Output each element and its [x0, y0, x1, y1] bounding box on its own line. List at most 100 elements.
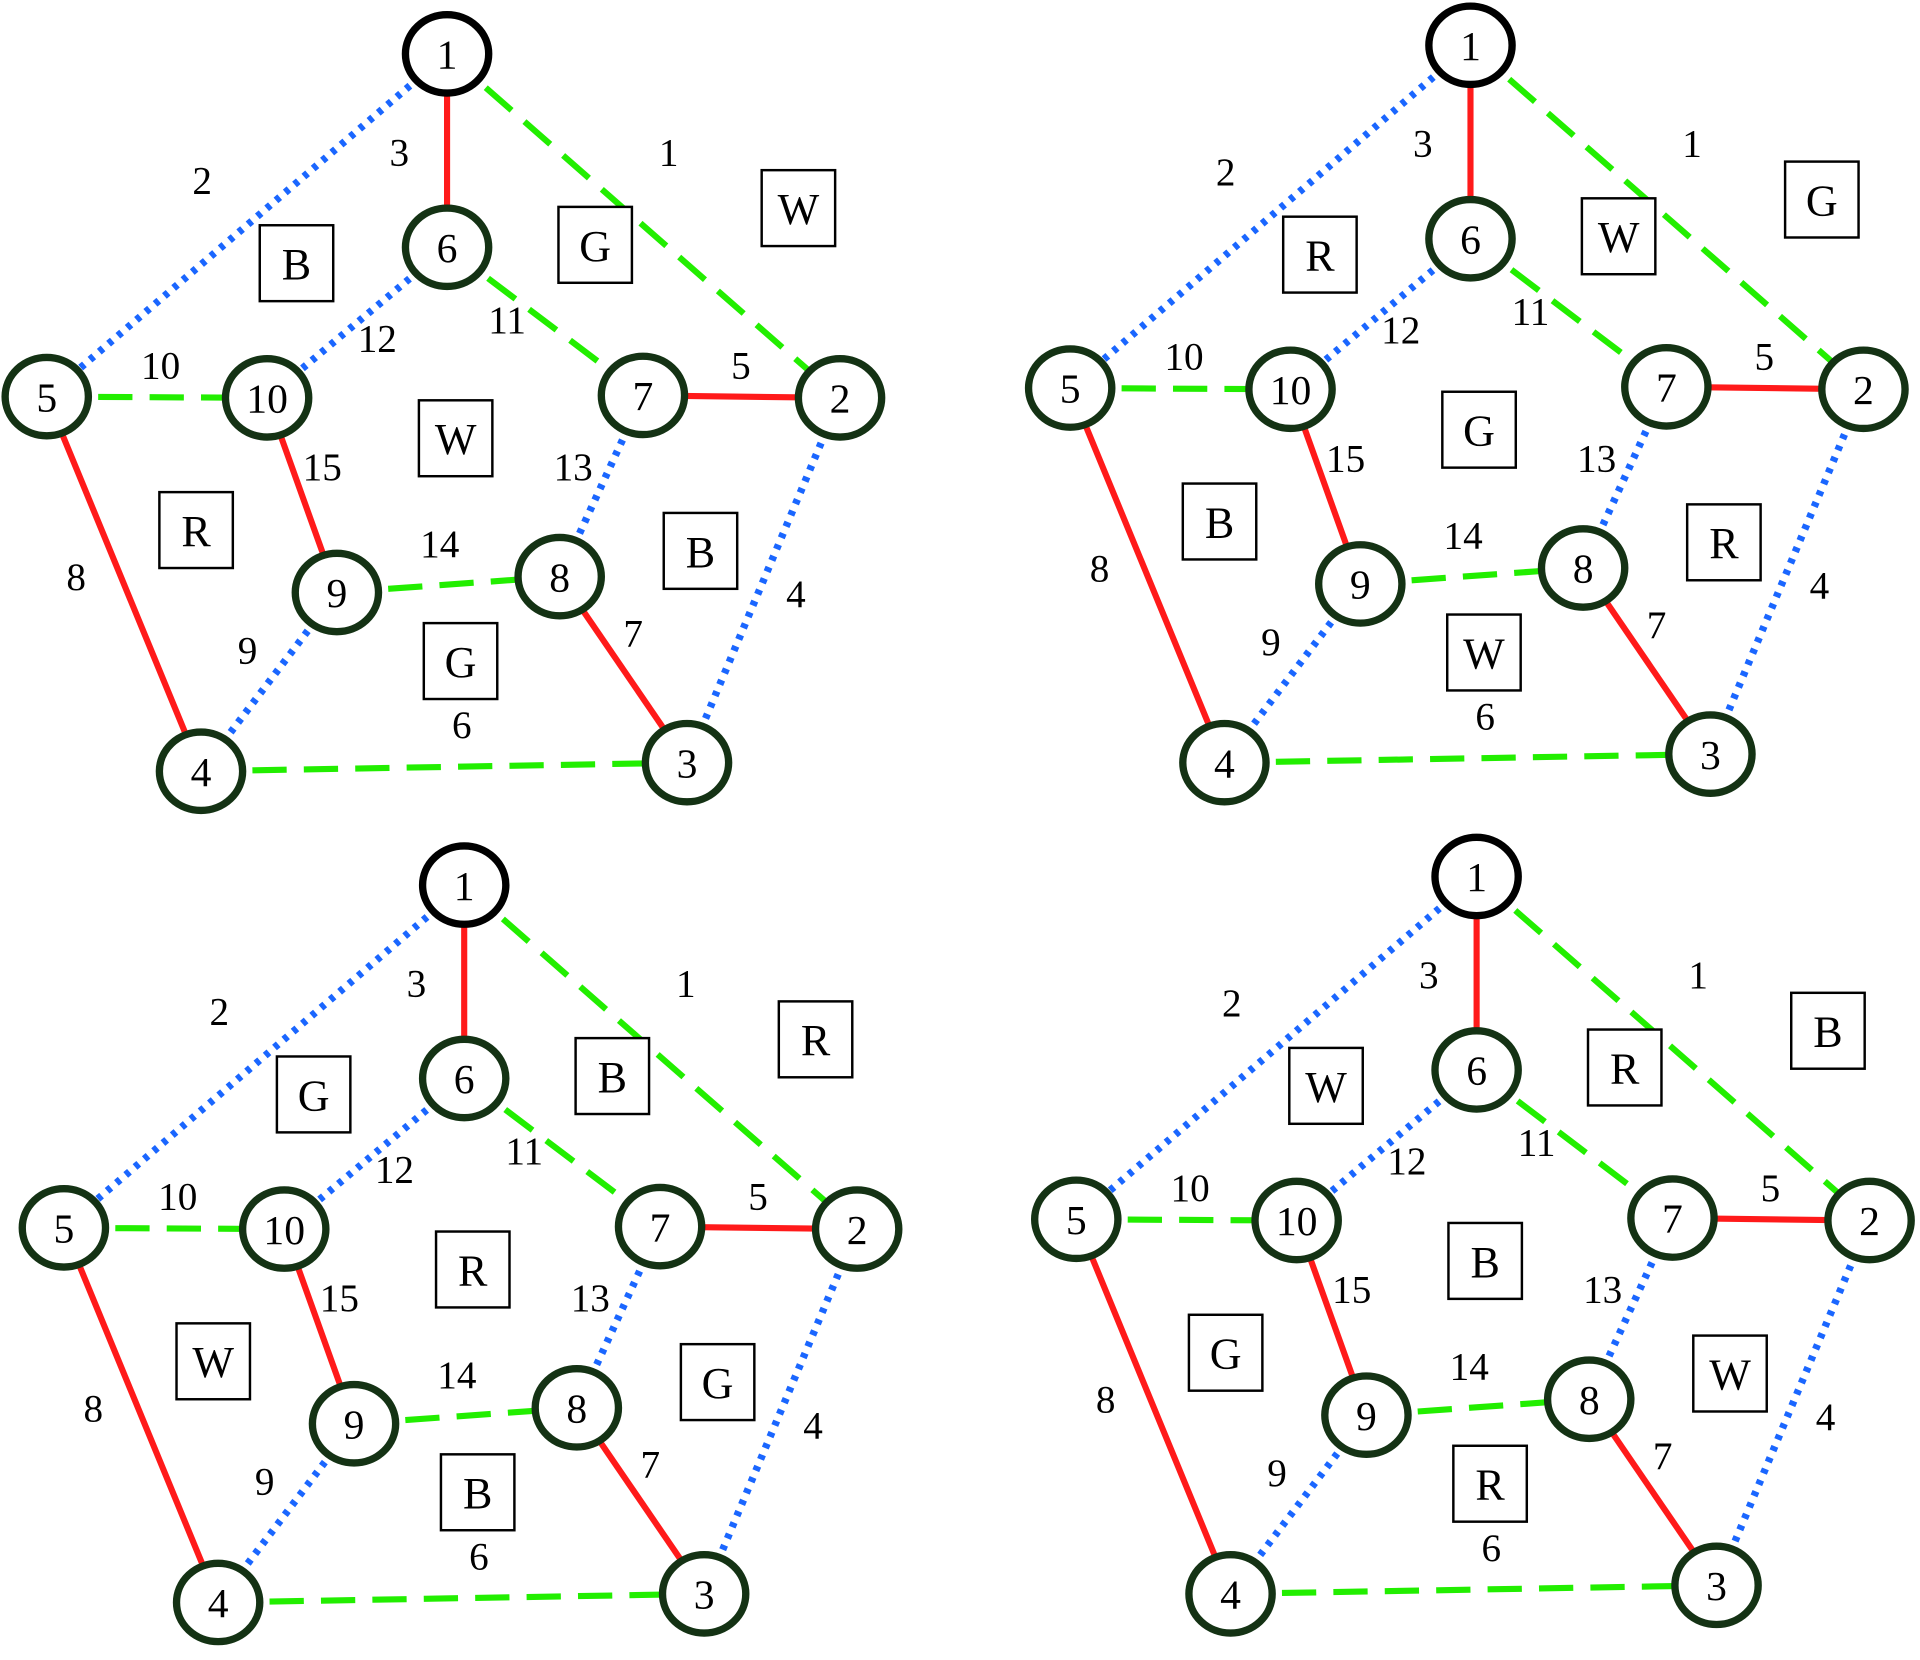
edge-4	[1707, 387, 1867, 756]
node-1	[418, 842, 510, 928]
edge-1	[1468, 42, 1866, 392]
node-8	[1543, 1356, 1635, 1443]
edge-1	[445, 51, 843, 401]
node-10	[238, 1186, 330, 1272]
edge-label: 8	[1090, 547, 1110, 590]
node-label: 3	[694, 1573, 715, 1619]
node-label: 3	[1706, 1564, 1727, 1610]
edge-label: 13	[571, 1277, 610, 1320]
edge-label: 10	[141, 344, 180, 387]
node-1	[1425, 2, 1516, 89]
node-6	[418, 1035, 510, 1122]
face-box-top-right	[557, 205, 634, 285]
node-label: 7	[633, 374, 654, 420]
face-label-bottom: B	[463, 1469, 492, 1518]
node-label: 6	[1460, 217, 1481, 263]
node-10	[1245, 346, 1336, 433]
edge-label: 8	[66, 556, 86, 599]
edge-1	[462, 882, 860, 1232]
edge-label: 2	[1216, 151, 1236, 194]
node-label: 10	[246, 377, 288, 423]
node-3	[658, 1551, 750, 1637]
node-7	[1621, 343, 1712, 430]
face-box-left	[158, 490, 235, 570]
node-label: 6	[454, 1057, 475, 1103]
face-box-outer	[1783, 160, 1860, 239]
face-box-outer	[760, 168, 837, 248]
edge-label: 4	[786, 573, 806, 616]
face-label-top-right: G	[579, 222, 611, 271]
edge-label: 13	[1577, 437, 1616, 480]
edge-label: 12	[1387, 1140, 1426, 1183]
node-label: 3	[677, 741, 698, 787]
face-box-left	[1187, 1313, 1264, 1392]
node-label: 2	[1853, 368, 1874, 414]
edge-label: 13	[1583, 1269, 1622, 1312]
face-box-right	[1692, 1334, 1768, 1413]
face-label-outer: R	[801, 1016, 831, 1065]
node-2	[1818, 346, 1909, 433]
node-label: 2	[847, 1208, 868, 1254]
edge-label: 14	[1444, 514, 1483, 557]
node-6	[401, 204, 493, 291]
face-label-outer: W	[778, 185, 820, 234]
node-label: 4	[1214, 741, 1235, 787]
edge-label: 7	[1653, 1435, 1673, 1478]
edge-4	[700, 1227, 861, 1596]
edge-label: 3	[390, 131, 410, 174]
node-label: 9	[326, 571, 347, 617]
face-box-right	[662, 511, 739, 591]
edge-13	[573, 1225, 664, 1410]
face-label-top-right: R	[1610, 1044, 1640, 1093]
face-label-right: R	[1709, 519, 1739, 568]
edge-8	[61, 1226, 221, 1604]
edge-label: 2	[1222, 982, 1242, 1025]
node-label: 6	[437, 226, 458, 272]
node-8	[1537, 525, 1629, 611]
node-9	[1321, 1372, 1412, 1459]
edge-label: 13	[554, 446, 593, 489]
node-label: 7	[1662, 1197, 1683, 1243]
face-label-left: R	[181, 507, 211, 556]
face-label-center: R	[458, 1246, 488, 1295]
node-label: 5	[1066, 1198, 1087, 1244]
edge-11	[462, 1076, 662, 1230]
face-label-outer: G	[1806, 176, 1838, 225]
node-5	[1031, 1176, 1122, 1263]
edge-label: 7	[623, 612, 643, 655]
face-box-top-right	[1586, 1028, 1663, 1107]
face-box-bottom	[422, 621, 499, 701]
node-9	[308, 1380, 400, 1467]
edge-6	[1224, 751, 1711, 766]
node-3	[1665, 711, 1756, 797]
node-label: 8	[1573, 547, 1594, 593]
edge-label: 2	[192, 159, 212, 202]
edge-label: 3	[1413, 123, 1433, 166]
edge-label: 6	[1475, 696, 1495, 739]
edge-8	[43, 395, 204, 773]
edge-label: 1	[676, 962, 696, 1005]
edge-label: 15	[320, 1277, 359, 1320]
edge-label: 4	[1816, 1396, 1836, 1439]
face-label-left: W	[192, 1338, 234, 1387]
node-5	[1024, 345, 1116, 431]
edge-label: 9	[255, 1461, 275, 1504]
node-label: 8	[566, 1387, 587, 1433]
edge-label: 6	[1482, 1527, 1502, 1570]
node-2	[811, 1186, 903, 1272]
edge-label: 5	[748, 1175, 768, 1218]
edge-label: 1	[659, 131, 679, 174]
node-label: 1	[1466, 855, 1487, 901]
node-9	[291, 549, 383, 636]
node-label: 10	[263, 1208, 305, 1254]
face-box-center	[434, 1230, 511, 1309]
edge-label: 15	[1326, 437, 1365, 480]
edge-label: 5	[1755, 336, 1775, 379]
edge-4	[683, 396, 844, 765]
edge-label: 5	[1761, 1167, 1781, 1210]
node-3	[641, 719, 733, 806]
